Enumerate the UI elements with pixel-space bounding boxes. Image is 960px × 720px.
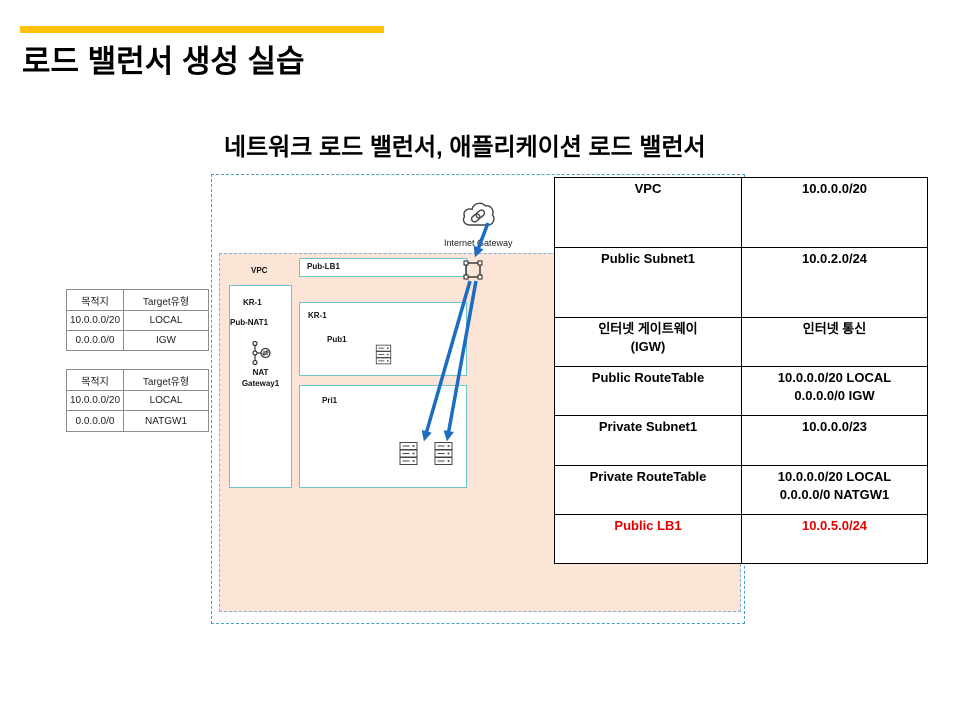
summary-value-text: 0.0.0.0/0 IGW: [794, 388, 875, 403]
private-route-table: 목적지 Target유형 10.0.0.0/20 LOCAL 0.0.0.0/0…: [66, 369, 209, 432]
public-subnet-name: Pub1: [327, 335, 347, 344]
summary-label-text: Private Subnet1: [598, 419, 698, 434]
route-destination: 0.0.0.0/0: [67, 411, 124, 432]
nat-zone-box: KR-1 Pub-NAT1 NAT Gateway1: [229, 285, 292, 488]
summary-label-text: Public RouteTable: [591, 370, 705, 385]
summary-label-cell: Private Subnet1: [555, 416, 742, 466]
summary-value-cell: 10.0.0.0/20: [742, 178, 928, 248]
nat-zone-name: KR-1: [243, 298, 262, 307]
summary-value-cell: 10.0.0.0/20 LOCAL 0.0.0.0/0 NATGW1: [742, 466, 928, 515]
route-target: LOCAL: [124, 391, 209, 411]
nat-gateway-label-line2: Gateway1: [241, 379, 280, 388]
load-balancer-label: Pub-LB1: [307, 262, 340, 271]
summary-value-text: 10.0.0.0/20 LOCAL: [777, 370, 892, 385]
summary-label-text: Public LB1: [614, 518, 682, 533]
server-icon: [375, 343, 392, 366]
summary-value-text: 10.0.2.0/24: [801, 251, 868, 266]
summary-value-text: 0.0.0.0/0 NATGW1: [779, 487, 890, 502]
summary-value-text: 10.0.0.0/23: [801, 419, 868, 434]
load-balancer-box: Pub-LB1: [299, 258, 467, 277]
route-target: NATGW1: [124, 411, 209, 432]
summary-label-text: VPC: [634, 181, 662, 196]
summary-label-cell: Public Subnet1: [555, 248, 742, 318]
summary-label-cell: Public RouteTable: [555, 367, 742, 416]
summary-label-cell: Public LB1: [555, 515, 742, 564]
slide-subtitle: 네트워크 로드 밸런서, 애플리케이션 로드 밸런서: [224, 134, 706, 161]
nat-gateway-icon: [250, 340, 272, 366]
summary-label-cell: Private RouteTable: [555, 466, 742, 515]
column-header-target-type: Target유형: [124, 370, 209, 391]
internet-gateway-label: Internet Gateway: [444, 238, 513, 248]
private-subnet-box: Pri1: [299, 385, 467, 488]
summary-label-text: Public Subnet1: [601, 251, 695, 266]
route-destination: 10.0.0.0/20: [67, 391, 124, 411]
summary-value-text: 10.0.0.0/20: [801, 181, 868, 196]
public-subnet-zone: KR-1: [308, 311, 327, 320]
load-balancer-icon: [462, 258, 484, 282]
slide-title: 로드 밸런서 생성 실습: [22, 44, 305, 79]
accent-bar: [20, 26, 384, 33]
cloud-link-icon: [460, 198, 496, 228]
summary-value-cell: 10.0.5.0/24: [742, 515, 928, 564]
column-header-destination: 목적지: [67, 290, 124, 311]
route-target: LOCAL: [124, 311, 209, 331]
nat-subnet-name: Pub-NAT1: [230, 318, 269, 327]
route-destination: 0.0.0.0/0: [67, 331, 124, 351]
summary-label-text: Private RouteTable: [589, 469, 707, 484]
summary-value-cell: 10.0.0.0/23: [742, 416, 928, 466]
nat-gateway-label-line1: NAT: [252, 368, 269, 377]
summary-value-text: 10.0.5.0/24: [801, 518, 868, 533]
column-header-destination: 목적지: [67, 370, 124, 391]
summary-table: VPC 10.0.0.0/20 Public Subnet1 10.0.2.0/…: [554, 177, 928, 564]
summary-value-text: 인터넷 통신: [802, 321, 867, 336]
column-header-target-type: Target유형: [124, 290, 209, 311]
server-icon: [398, 441, 419, 466]
summary-value-cell: 인터넷 통신: [742, 318, 928, 367]
vpc-label: VPC: [251, 266, 268, 275]
summary-value-cell: 10.0.2.0/24: [742, 248, 928, 318]
summary-label-cell: 인터넷 게이트웨이 (IGW): [555, 318, 742, 367]
summary-value-cell: 10.0.0.0/20 LOCAL 0.0.0.0/0 IGW: [742, 367, 928, 416]
public-subnet-box: KR-1 Pub1: [299, 302, 467, 376]
summary-label-cell: VPC: [555, 178, 742, 248]
summary-label-text: 인터넷 게이트웨이: [598, 321, 698, 336]
summary-label-text: (IGW): [630, 339, 666, 354]
summary-value-text: 10.0.0.0/20 LOCAL: [777, 469, 892, 484]
public-route-table: 목적지 Target유형 10.0.0.0/20 LOCAL 0.0.0.0/0…: [66, 289, 209, 351]
route-target: IGW: [124, 331, 209, 351]
route-destination: 10.0.0.0/20: [67, 311, 124, 331]
server-icon: [433, 441, 454, 466]
private-subnet-name: Pri1: [322, 396, 338, 405]
